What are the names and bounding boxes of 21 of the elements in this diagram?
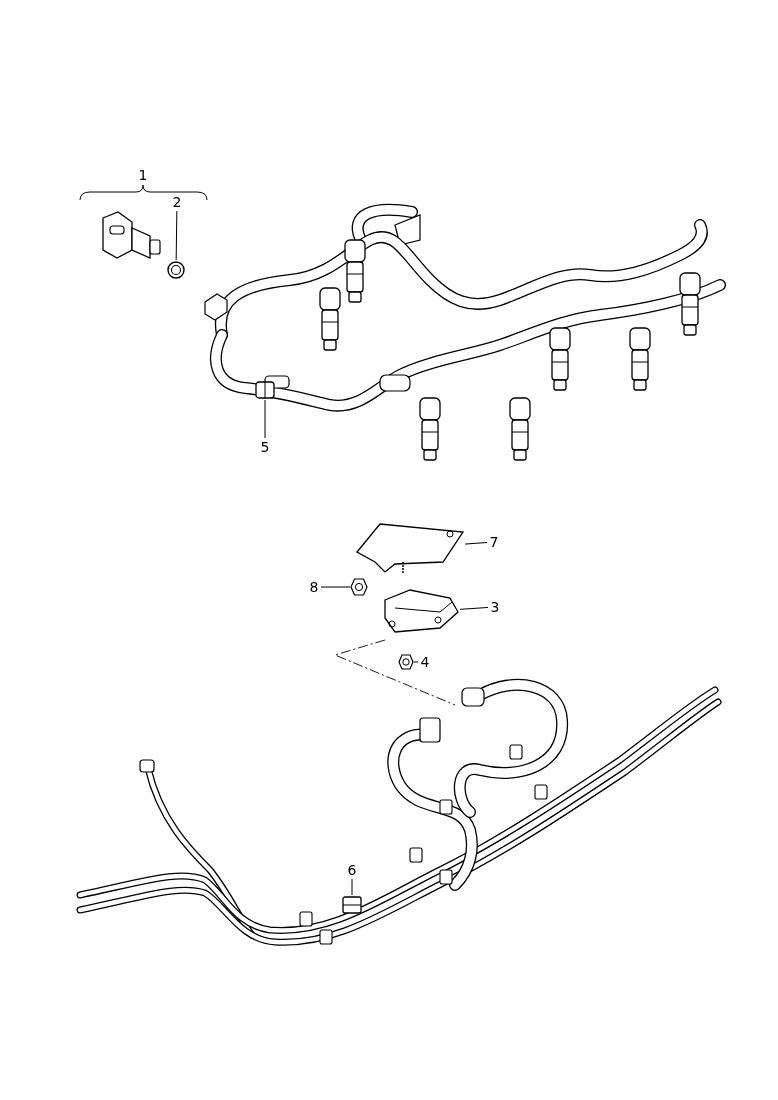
nut-drawing xyxy=(350,578,368,596)
leader-line xyxy=(320,586,351,588)
leader-line xyxy=(459,606,489,610)
leader-line xyxy=(264,399,266,439)
callout-number: 7 xyxy=(489,534,499,550)
leader-line xyxy=(413,661,419,663)
callout-number: 2 xyxy=(172,194,182,210)
leader-line xyxy=(175,210,178,261)
leader-line xyxy=(351,878,353,896)
leader-line xyxy=(464,542,488,545)
callout-number: 4 xyxy=(420,654,430,670)
callout-number: 1 xyxy=(137,166,149,184)
callout-number: 5 xyxy=(260,439,270,455)
cover-plate-drawing xyxy=(355,522,465,574)
line-clip-drawing xyxy=(340,895,364,915)
sealing-ring-drawing xyxy=(166,260,186,280)
callout-number: 6 xyxy=(347,862,357,878)
callout-number: 8 xyxy=(309,579,319,595)
hose-clip-drawing xyxy=(254,380,276,400)
nut-drawing xyxy=(398,654,414,670)
callout-number: 3 xyxy=(490,599,500,615)
